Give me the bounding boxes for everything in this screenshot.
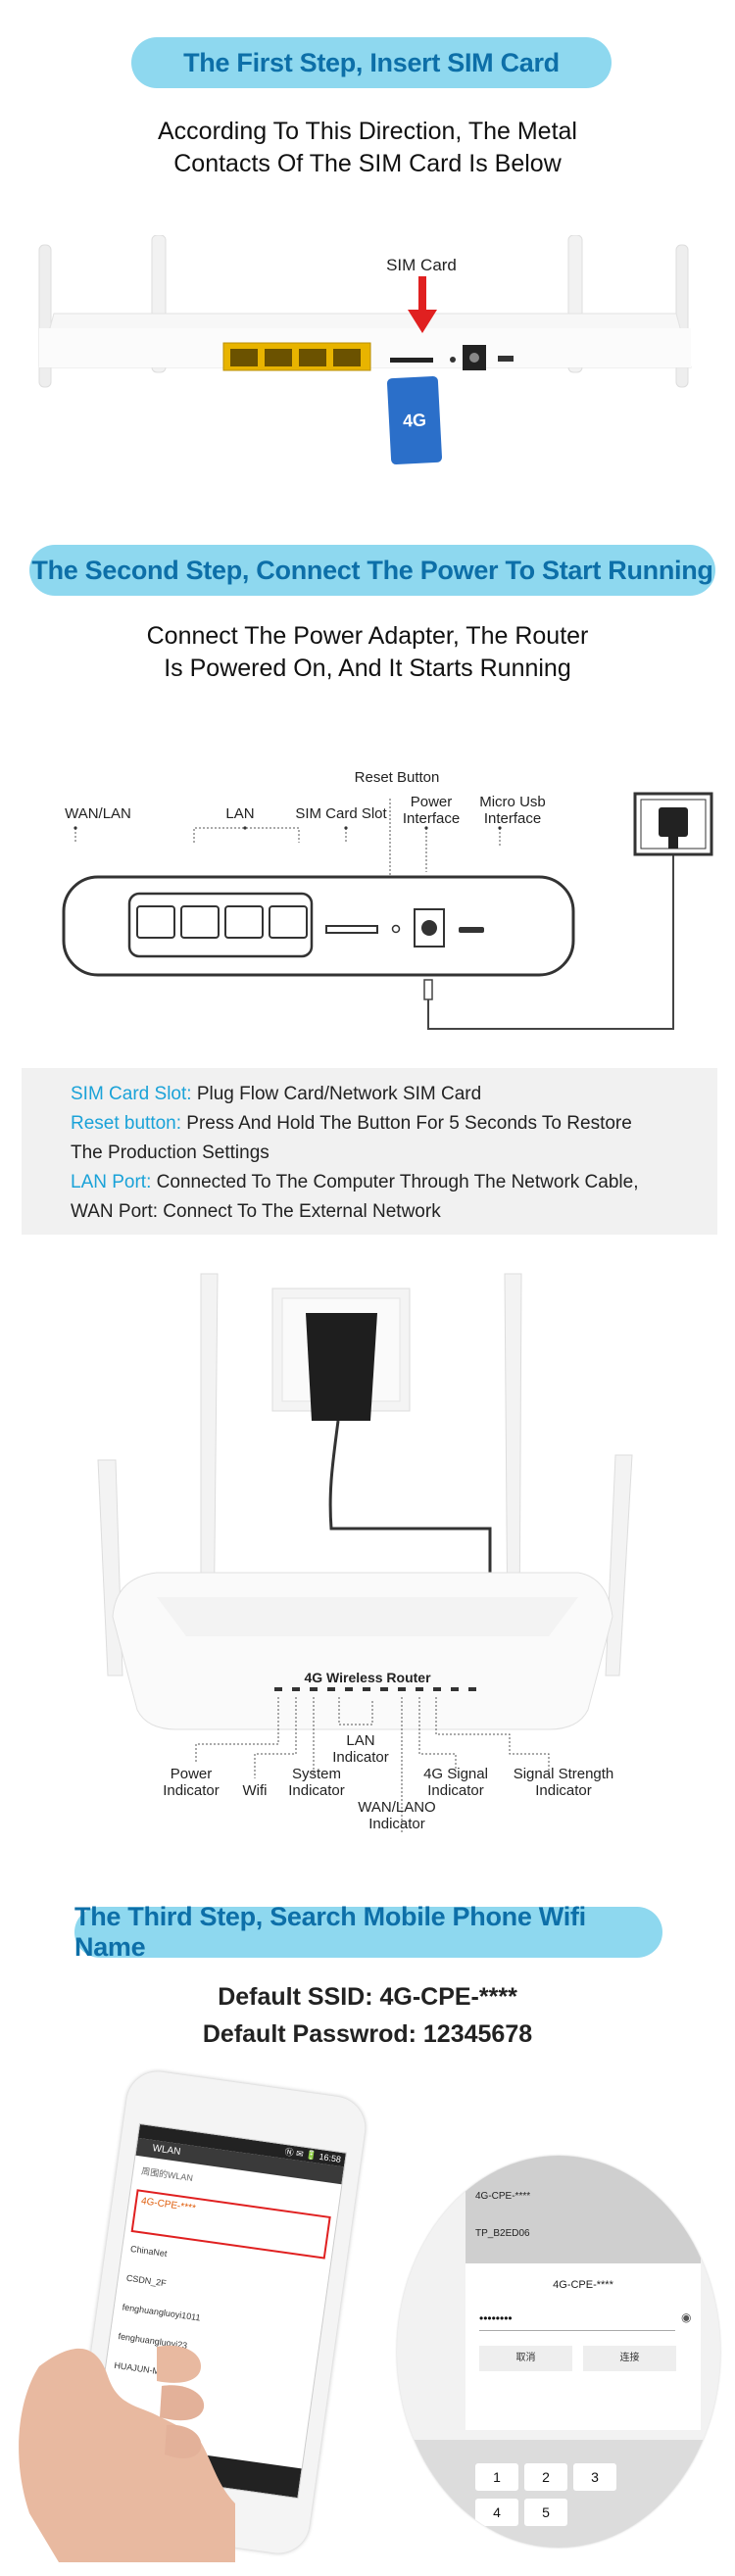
router-name: 4G Wireless Router bbox=[304, 1670, 431, 1685]
connect-button[interactable]: 连接 bbox=[583, 2346, 676, 2371]
rear-panel-diagram bbox=[62, 792, 713, 1030]
key-1[interactable]: 1 bbox=[475, 2463, 518, 2491]
zoom-network-list: 4G-CPE-**** TP_B2ED06 bbox=[466, 2156, 701, 2263]
eye-icon[interactable]: ◉ bbox=[681, 2310, 692, 2324]
step1-title: The First Step, Insert SIM Card bbox=[183, 47, 560, 77]
step2-title: The Second Step, Connect The Power To St… bbox=[31, 555, 713, 585]
step2-description: Connect The Power Adapter, The Router Is… bbox=[0, 620, 735, 685]
step3-title: The Third Step, Search Mobile Phone Wifi… bbox=[74, 1902, 586, 1962]
label-sim-slot: SIM Card Slot bbox=[295, 805, 387, 822]
router-front-photo bbox=[97, 1273, 633, 1832]
step1-description: According To This Direction, The Metal C… bbox=[0, 116, 735, 180]
key-5[interactable]: 5 bbox=[524, 2499, 567, 2526]
info-reset-button-cont: The Production Settings bbox=[71, 1142, 270, 1163]
keyboard: 1 2 3 4 5 bbox=[397, 2440, 720, 2548]
sim-card-image: 4G bbox=[386, 375, 443, 465]
step2-line2: Is Powered On, And It Starts Running bbox=[164, 655, 571, 682]
hand-image bbox=[19, 2345, 236, 2562]
phone-image: Ⓝ ✉ 🔋 16:58 WLAN 周围的WLAN 4G-CPE-**** Chi… bbox=[19, 2067, 369, 2562]
sim-card-logo: 4G bbox=[402, 410, 427, 431]
cancel-button[interactable]: 取消 bbox=[479, 2346, 572, 2371]
port-info-box bbox=[22, 1068, 717, 1235]
network-4g-cpe: 4G-CPE-**** bbox=[140, 2196, 197, 2214]
password-field[interactable]: •••••••• bbox=[479, 2307, 675, 2331]
step2-title-pill: The Second Step, Connect The Power To St… bbox=[29, 545, 715, 596]
default-password: Default Passwrod: 12345678 bbox=[202, 2020, 533, 2048]
label-wifi: Wifi bbox=[242, 1782, 268, 1799]
key-3[interactable]: 3 bbox=[573, 2463, 616, 2491]
password-dots: •••••••• bbox=[479, 2311, 513, 2325]
step1-title-pill: The First Step, Insert SIM Card bbox=[131, 37, 612, 88]
zoom-circle: 4G-CPE-**** TP_B2ED06 4G-CPE-**** ••••••… bbox=[397, 2156, 720, 2548]
label-lan: LAN bbox=[225, 805, 255, 822]
step1-line2: Contacts Of The SIM Card Is Below bbox=[173, 150, 562, 177]
step3-title-pill: The Third Step, Search Mobile Phone Wifi… bbox=[74, 1902, 662, 1962]
step1-line1: According To This Direction, The Metal bbox=[158, 118, 577, 145]
info-reset-button: Reset button: Press And Hold The Button … bbox=[71, 1113, 632, 1134]
info-wan-port: WAN Port: Connect To The External Networ… bbox=[71, 1201, 441, 1222]
zoom-network-2[interactable]: TP_B2ED06 bbox=[475, 2228, 530, 2239]
info-lan-port: LAN Port: Connected To The Computer Thro… bbox=[71, 1172, 639, 1192]
key-2[interactable]: 2 bbox=[524, 2463, 567, 2491]
password-dialog: 4G-CPE-**** •••••••• ◉ 取消 连接 bbox=[466, 2263, 701, 2430]
router-rear-photo bbox=[38, 235, 692, 388]
sim-card-label: SIM Card bbox=[386, 256, 457, 274]
down-arrow-icon bbox=[408, 276, 437, 333]
label-wan-lan: WAN/LAN bbox=[65, 805, 131, 822]
key-4[interactable]: 4 bbox=[475, 2499, 518, 2526]
label-reset-button: Reset Button bbox=[354, 769, 440, 786]
default-ssid: Default SSID: 4G-CPE-**** bbox=[218, 1983, 517, 2011]
step2-line1: Connect The Power Adapter, The Router bbox=[146, 622, 589, 650]
zoom-network-1[interactable]: 4G-CPE-**** bbox=[475, 2191, 531, 2202]
info-sim-slot: SIM Card Slot: Plug Flow Card/Network SI… bbox=[71, 1084, 482, 1104]
dialog-title: 4G-CPE-**** bbox=[553, 2279, 613, 2291]
